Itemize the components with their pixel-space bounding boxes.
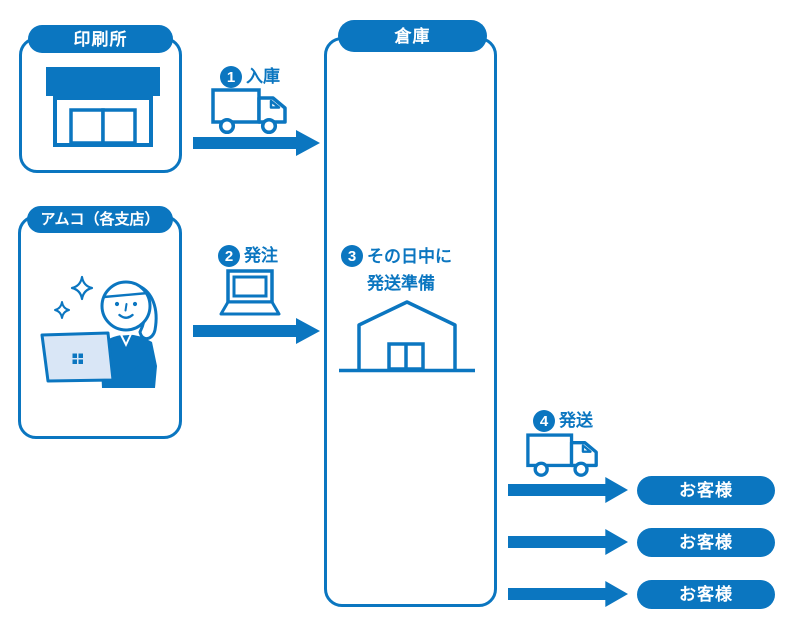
warehouse-icon	[338, 297, 476, 375]
customer-arrow	[508, 581, 628, 607]
amco-label: アムコ（各支店）	[40, 211, 160, 228]
sparkle-icon	[54, 301, 70, 319]
step3-badge: 3	[341, 245, 363, 267]
step1-badge: 1	[220, 66, 242, 88]
person-at-laptop-illustration	[36, 275, 176, 416]
customer-arrow	[508, 477, 628, 503]
step2-label: 発注	[244, 246, 278, 265]
step3-number: 3	[347, 247, 357, 265]
customer-pill: お客様	[637, 528, 775, 557]
customer-label: お客様	[679, 585, 733, 604]
customer-label: お客様	[679, 481, 733, 500]
printer-label: 印刷所	[73, 29, 128, 49]
customer-label: お客様	[679, 533, 733, 552]
step4-badge: 4	[533, 410, 555, 432]
step1-number: 1	[226, 68, 236, 86]
step2-badge: 2	[218, 245, 240, 267]
truck-icon	[526, 433, 600, 477]
step3-label-line2: 発送準備	[367, 274, 435, 293]
step4-number: 4	[539, 412, 549, 430]
customer-arrow	[508, 529, 628, 555]
flow-arrow-inbound	[193, 130, 320, 156]
customer-pill: お客様	[637, 580, 775, 609]
laptop-icon	[219, 269, 281, 317]
flow-arrow-order	[193, 318, 320, 344]
amco-box	[18, 215, 182, 439]
store-icon	[46, 67, 160, 149]
warehouse-label-pill: 倉庫	[338, 20, 487, 52]
step2-number: 2	[224, 247, 234, 265]
step3-label-line1: その日中に	[367, 247, 452, 266]
laptop-logo-icon	[72, 353, 83, 364]
sparkle-icon	[70, 275, 94, 301]
warehouse-label: 倉庫	[394, 26, 431, 46]
step1-label: 入庫	[246, 67, 280, 86]
customer-pill: お客様	[637, 476, 775, 505]
truck-icon	[211, 88, 289, 135]
step4-label: 発送	[559, 411, 593, 430]
step3-label: その日中に 発送準備	[367, 243, 452, 297]
printer-label-pill: 印刷所	[28, 25, 173, 53]
amco-label-pill: アムコ（各支店）	[27, 206, 173, 233]
